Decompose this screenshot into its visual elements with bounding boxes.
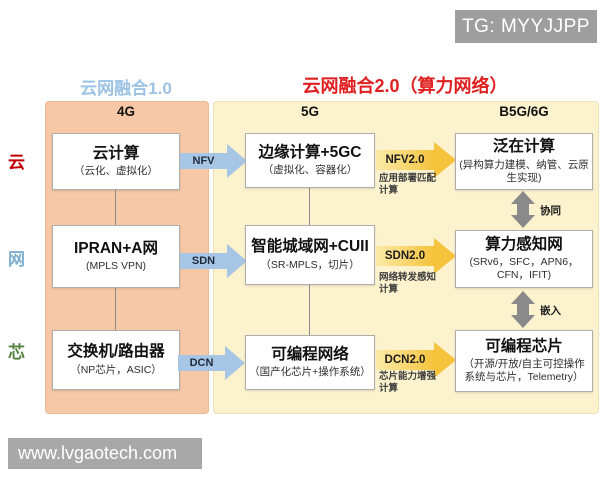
node-subtitle: （SR-MPLS，切片） — [260, 258, 360, 271]
node-ubiquitous-computing: 泛在计算 (异构算力建模、纳管、云原生实现) — [455, 133, 593, 190]
connector-line — [115, 288, 116, 330]
column-header-b5g-6g: B5G/6G — [499, 104, 549, 119]
connector-line — [309, 188, 310, 225]
connector-line — [309, 285, 310, 335]
arrow-dcn2-0-note: 芯片能力增强计算 — [379, 371, 437, 394]
node-title: 可编程芯片 — [485, 337, 563, 355]
arrow-nfv2-0-label: NFV2.0 — [376, 150, 434, 170]
arrow-dcn: DCN — [178, 346, 245, 380]
arrow-head — [225, 346, 245, 380]
node-title: 可编程网络 — [271, 345, 349, 363]
connector-line — [115, 190, 116, 225]
double-arrow-embed — [511, 291, 535, 328]
node-programmable-chip: 可编程芯片 （开源/开放/自主可控操作系统与芯片，Telemetry） — [455, 330, 593, 392]
arrow-sdn2-0-label: SDN2.0 — [376, 246, 434, 266]
tg-watermark: TG: MYYJJPP — [455, 10, 597, 43]
arrow-head — [434, 342, 456, 378]
node-subtitle: （虚拟化、容器化） — [262, 164, 358, 177]
arrow-nfv-label: NFV — [180, 153, 227, 169]
row-label-cloud: 云 — [8, 153, 25, 172]
title-cloud-network-1-0: 云网融合1.0 — [80, 79, 172, 98]
node-computing-aware-network: 算力感知网 (SRv6，SFC，APN6，CFN，IFIT) — [455, 230, 593, 288]
arrow-nfv2-0: NFV2.0 — [376, 142, 456, 178]
arrow-head — [227, 244, 247, 278]
node-title: 边缘计算+5GC — [258, 143, 362, 161]
node-subtitle: （云化、虚拟化） — [74, 165, 158, 178]
column-header-4g: 4G — [116, 104, 135, 119]
title-cloud-network-2-0: 云网融合2.0（算力网络） — [302, 76, 508, 96]
arrow-sdn2-0-note: 网络转发感知计算 — [379, 272, 437, 295]
arrow-sdn: SDN — [180, 244, 247, 278]
arrow-nfv: NFV — [180, 144, 247, 178]
node-programmable-network: 可编程网络 （国产化芯片+操作系统） — [245, 335, 375, 390]
arrow-sdn2-0: SDN2.0 — [376, 238, 456, 274]
coordination-label: 协同 — [540, 205, 561, 217]
node-title: 云计算 — [92, 144, 140, 162]
node-subtitle: (异构算力建模、纳管、云原生实现) — [459, 158, 589, 184]
arrow-up-head — [511, 191, 535, 204]
node-ipran-a-net: IPRAN+A网 (MPLS VPN) — [52, 225, 180, 288]
node-smart-man-cuii: 智能城域网+CUII （SR-MPLS，切片） — [245, 225, 375, 285]
node-title: 算力感知网 — [485, 235, 563, 253]
arrow-body — [517, 203, 529, 216]
node-subtitle: （NP芯片，ASIC） — [70, 363, 162, 376]
node-subtitle: (SRv6，SFC，APN6，CFN，IFIT) — [469, 256, 579, 282]
arrow-head — [434, 142, 456, 178]
arrow-down-head — [511, 215, 535, 228]
node-title: 泛在计算 — [492, 138, 555, 156]
embed-label: 嵌入 — [540, 305, 561, 317]
node-title: IPRAN+A网 — [74, 239, 158, 257]
node-subtitle: （开源/开放/自主可控操作系统与芯片，Telemetry） — [463, 358, 585, 384]
arrow-sdn-label: SDN — [180, 253, 227, 269]
arrow-head — [227, 144, 247, 178]
arrow-dcn2-0: DCN2.0 — [376, 342, 456, 378]
node-title: 交换机/路由器 — [67, 343, 165, 361]
double-arrow-coordination — [511, 191, 535, 228]
arrow-body — [517, 303, 529, 316]
arrow-down-head — [511, 315, 535, 328]
node-title: 智能城域网+CUII — [251, 238, 369, 256]
arrow-nfv2-0-note: 应用部署匹配计算 — [379, 173, 437, 196]
node-subtitle: (MPLS VPN) — [85, 260, 147, 273]
arrow-up-head — [511, 291, 535, 304]
arrow-head — [434, 238, 456, 274]
arrow-dcn2-0-label: DCN2.0 — [376, 350, 434, 370]
arrow-dcn-label: DCN — [178, 355, 225, 371]
site-watermark: www.lvgaotech.com — [8, 438, 202, 469]
row-label-network: 网 — [8, 250, 25, 269]
node-subtitle: （国产化芯片+操作系统） — [249, 366, 371, 379]
node-switch-router: 交换机/路由器 （NP芯片，ASIC） — [52, 330, 180, 390]
node-edge-computing-5gc: 边缘计算+5GC （虚拟化、容器化） — [245, 133, 375, 188]
row-label-chip: 芯 — [8, 343, 25, 362]
column-header-5g: 5G — [300, 104, 319, 119]
node-cloud-computing: 云计算 （云化、虚拟化） — [52, 133, 180, 190]
